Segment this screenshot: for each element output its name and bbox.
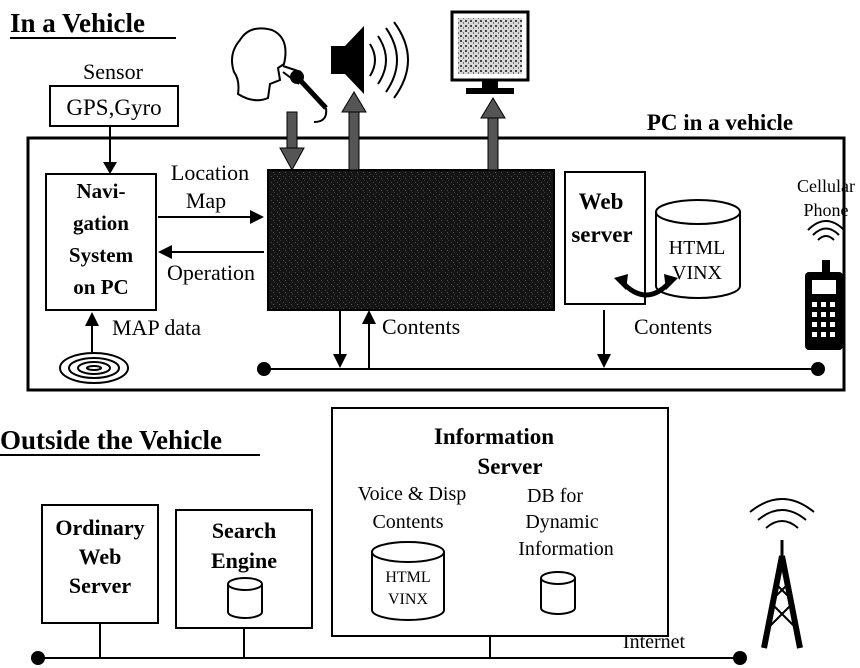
section-title-outside: Outside the Vehicle xyxy=(0,425,222,455)
sensor-title: Sensor xyxy=(83,59,144,84)
ordinary-web-server-line3: Server xyxy=(69,573,132,598)
cellular-signal-icon xyxy=(807,220,845,241)
information-server-title-line2: Server xyxy=(477,454,542,479)
web-server-box xyxy=(564,171,646,305)
server-db-curved-arrow xyxy=(622,282,670,298)
cellular-label-line2: Phone xyxy=(804,200,849,220)
bus-node xyxy=(31,651,45,665)
internet-label: Internet xyxy=(623,631,686,653)
bus-node xyxy=(733,651,747,665)
search-engine-line1: Search xyxy=(212,518,276,543)
arrow-head xyxy=(333,354,347,368)
map-data-label: MAP data xyxy=(112,315,201,340)
ordinary-web-server-box xyxy=(41,504,159,624)
arrow-head xyxy=(597,354,611,368)
bus-node xyxy=(257,362,271,376)
monitor-icon xyxy=(450,10,530,94)
info-html-label: HTML xyxy=(385,569,430,586)
cellular-label-line1: Cellular xyxy=(797,176,855,196)
arrow-head xyxy=(250,210,264,224)
dynamic-db-icon xyxy=(540,571,576,615)
svg-text:Navi-: Navi- xyxy=(77,179,126,203)
speaking-person-icon xyxy=(231,27,328,123)
voice-disp-label-line2: Contents xyxy=(372,511,443,533)
section-title-in-vehicle: In a Vehicle xyxy=(10,8,145,38)
arrow-head xyxy=(103,162,117,174)
ordinary-web-server-line1: Ordinary xyxy=(55,515,144,540)
svg-text:System: System xyxy=(69,243,134,267)
arrow-head xyxy=(664,274,678,290)
db-dynamic-label-line1: DB for xyxy=(527,485,583,507)
search-engine-line2: Engine xyxy=(211,548,277,573)
info-vinx-label: VINX xyxy=(388,591,428,608)
web-contents-label: Contents xyxy=(634,314,712,339)
loudspeaker-icon xyxy=(331,21,409,99)
information-server-title-line1: Information xyxy=(434,424,554,449)
web-server-label-line1: Web xyxy=(579,189,624,214)
navigation-system-box xyxy=(45,173,157,311)
map-label: Map xyxy=(186,188,226,213)
arrow-head xyxy=(85,312,99,326)
navigation-system-label: Navi- gation System on PC xyxy=(69,179,134,299)
arrow-head xyxy=(362,310,376,324)
antenna-tower-icon xyxy=(749,498,815,649)
html-label: HTML xyxy=(669,237,726,259)
pc-in-vehicle-box xyxy=(26,136,846,392)
map-data-disk-icon xyxy=(59,352,129,384)
pc-box-title: PC in a vehicle xyxy=(647,110,793,135)
voice-disp-label-line1: Voice & Disp xyxy=(358,483,467,505)
db-dynamic-label-line2: Dynamic xyxy=(525,511,598,533)
sensor-box xyxy=(49,85,179,127)
svg-text:gation: gation xyxy=(73,211,129,235)
web-server-label-line2: server xyxy=(571,222,632,247)
contents-label: Contents xyxy=(382,314,460,339)
svg-text:on PC: on PC xyxy=(73,275,128,299)
cellular-phone-icon xyxy=(805,260,843,350)
vehicle-browser-display xyxy=(267,169,555,311)
arrow-head xyxy=(158,245,172,259)
search-engine-db-icon xyxy=(227,577,263,619)
vinx-label: VINX xyxy=(672,262,723,284)
voice-input-arrow xyxy=(279,111,305,172)
sensor-label: GPS,Gyro xyxy=(66,95,161,120)
ordinary-web-server-line2: Web xyxy=(79,544,122,569)
display-output-arrow xyxy=(480,97,506,171)
bus-node xyxy=(811,362,825,376)
audio-output-arrow xyxy=(341,91,367,171)
location-label: Location xyxy=(171,160,249,185)
voice-contents-database-icon xyxy=(371,541,445,621)
arrow-head xyxy=(614,274,628,290)
search-engine-box xyxy=(175,509,313,629)
db-dynamic-label-line3: Information xyxy=(518,538,614,560)
operation-label: Operation xyxy=(167,260,255,285)
